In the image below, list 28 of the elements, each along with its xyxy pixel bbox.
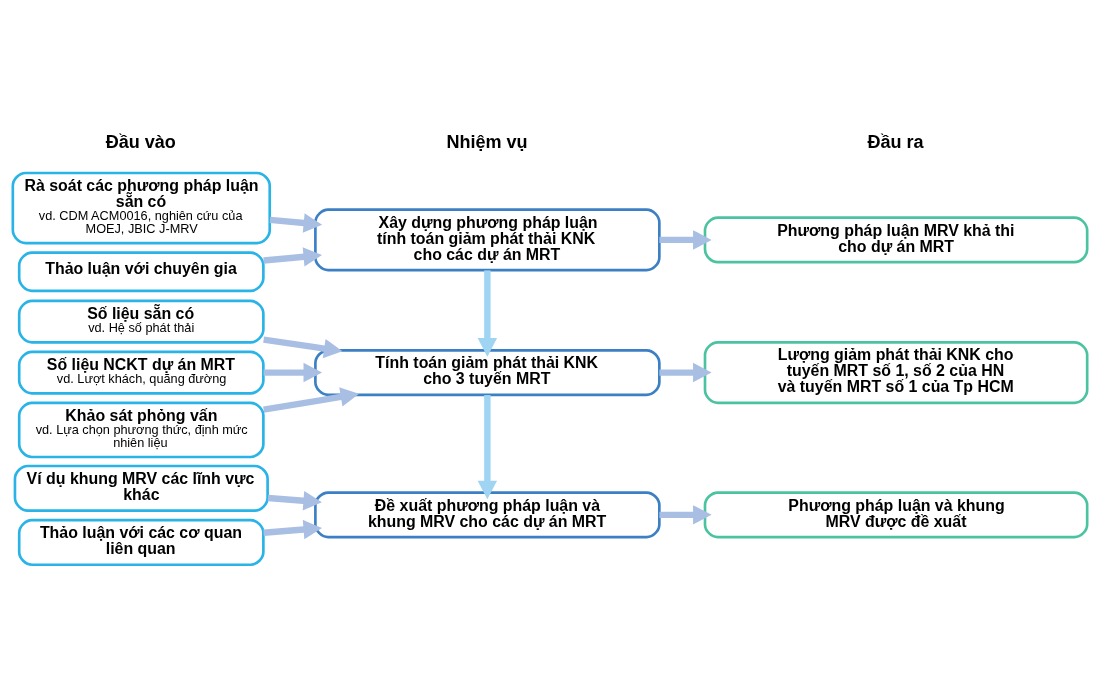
arrow xyxy=(477,269,498,357)
arrow xyxy=(263,362,323,382)
node-box: Ví dụ khung MRV các lĩnh vực khác xyxy=(13,464,269,512)
node-box: Thảo luận với chuyên gia xyxy=(17,250,265,292)
node-box: Tính toán giảm phát thải KNK cho 3 tuyến MRT xyxy=(314,348,661,396)
node-box: Phương pháp luận MRV khả thi cho dự án MRT xyxy=(703,215,1089,263)
arrow xyxy=(477,394,498,499)
node-box: Khảo sát phỏng vấn vd. Lựa chọn phương thức, định mức nhiên liệu xyxy=(17,401,265,458)
arrow xyxy=(263,519,323,539)
label: Nhiệm vụ xyxy=(446,131,528,152)
arrow xyxy=(659,504,712,525)
label: Đầu ra xyxy=(867,131,924,152)
node-box: Rà soát các phương pháp luận sẵn có vd. CDM ACM0016, nghiên cứu của MOEJ, JBIC J-MRV xyxy=(11,171,272,244)
node-box: Lượng giảm phát thải KNK cho tuyến MRT số 1, số 2 của HN và tuyến MRT số 1 của Tp HCM xyxy=(703,340,1089,404)
arrow xyxy=(267,490,322,510)
node-box: Số liệu sẵn có vd. Hệ số phát thải xyxy=(17,299,265,344)
arrow xyxy=(263,335,343,358)
arrow xyxy=(269,212,323,233)
node-box: Xây dựng phương pháp luận tính toán giảm phát thải KNK cho các dự án MRT xyxy=(314,207,661,271)
arrow xyxy=(263,386,360,413)
node-box: Phương pháp luận và khung MRV được đề xuất xyxy=(703,490,1089,538)
node-box: Đề xuất phương pháp luận và khung MRV cho các dự án MRT xyxy=(314,490,661,538)
node-box: Thảo luận với các cơ quan liên quan xyxy=(17,518,265,566)
node-box: Số liệu NCKT dự án MRT vd. Lượt khách, quãng đường xyxy=(17,350,265,395)
label: Đầu vào xyxy=(105,131,176,152)
arrow xyxy=(659,362,712,382)
arrow xyxy=(263,246,322,266)
arrow xyxy=(659,229,712,250)
